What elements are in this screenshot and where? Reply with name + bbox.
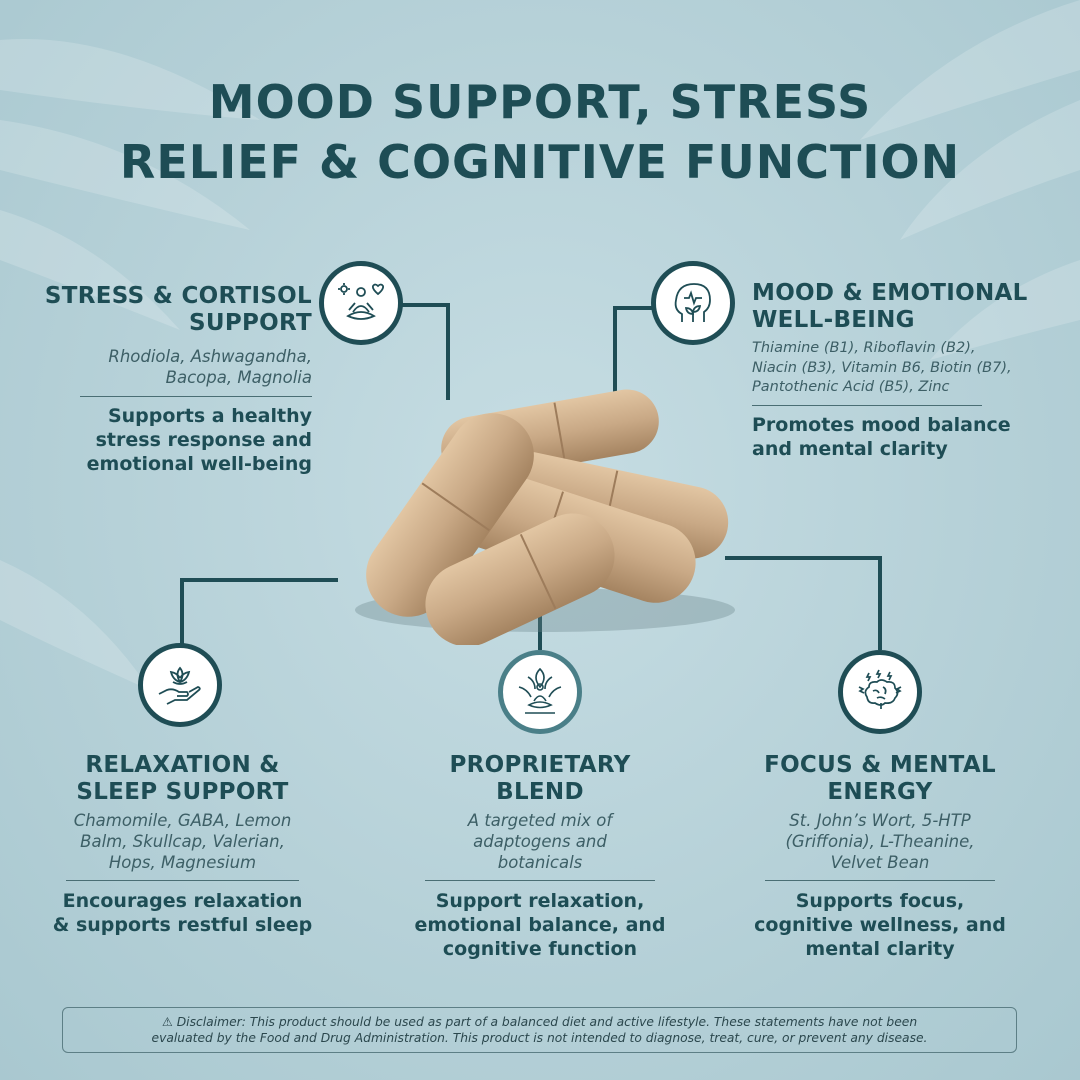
- blend-ingredients-line: adaptogens and: [473, 832, 607, 851]
- title-line-2: RELIEF & COGNITIVE FUNCTION: [119, 135, 961, 189]
- stress-ingredients-line: Rhodiola, Ashwagandha,: [108, 347, 312, 366]
- stress-heading-line: SUPPORT: [189, 310, 312, 336]
- relaxation-benefit-line: Encourages relaxation: [62, 890, 303, 912]
- relaxation-ingredients-line: Hops, Magnesium: [108, 853, 257, 872]
- meditation-heart-gear-icon: [338, 283, 385, 320]
- focus-divider: [765, 880, 995, 881]
- blend-ingredients-line: A targeted mix of: [467, 811, 613, 830]
- mood-ingredients: Thiamine (B1), Riboflavin (B2), Niacin (…: [752, 339, 1072, 398]
- connector-mood: [613, 306, 652, 395]
- blend-section: PROPRIETARY BLEND A targeted mix of adap…: [395, 752, 685, 961]
- stress-section: STRESS & CORTISOL SUPPORT Rhodiola, Ashw…: [20, 283, 312, 476]
- mood-icon-circle: [651, 261, 735, 345]
- focus-benefit: Supports focus, cognitive wellness, and …: [735, 889, 1025, 961]
- blend-benefit-line: Support relaxation,: [435, 890, 645, 912]
- disclaimer-line-1: ⚠ Disclaimer: This product should be use…: [161, 1015, 918, 1029]
- blend-heading-line: PROPRIETARY: [449, 752, 631, 778]
- relaxation-ingredients: Chamomile, GABA, Lemon Balm, Skullcap, V…: [30, 810, 335, 873]
- mood-ingredients-line: Thiamine (B1), Riboflavin (B2),: [752, 340, 976, 356]
- blend-heading: PROPRIETARY BLEND: [395, 752, 685, 806]
- focus-ingredients-line: St. John’s Wort, 5-HTP: [789, 811, 971, 830]
- focus-heading-line: ENERGY: [827, 779, 933, 805]
- focus-ingredients-line: Velvet Bean: [830, 853, 930, 872]
- blend-benefit: Support relaxation, emotional balance, a…: [395, 889, 685, 961]
- lotus-hand-icon: [158, 666, 201, 705]
- stress-benefit-line: Supports a healthy: [107, 405, 312, 427]
- relaxation-divider: [66, 880, 299, 881]
- stress-heading-line: STRESS & CORTISOL: [44, 283, 312, 309]
- capsules-image: [355, 389, 735, 645]
- relaxation-ingredients-line: Balm, Skullcap, Valerian,: [80, 832, 285, 851]
- focus-ingredients-line: (Griffonia), L-Theanine,: [785, 832, 975, 851]
- relaxation-benefit: Encourages relaxation & supports restful…: [30, 889, 335, 937]
- mood-heading: MOOD & EMOTIONAL WELL-BEING: [752, 280, 1072, 334]
- stress-ingredients: Rhodiola, Ashwagandha, Bacopa, Magnolia: [20, 346, 312, 388]
- relaxation-benefit-line: & supports restful sleep: [52, 914, 313, 936]
- stress-divider: [80, 396, 312, 397]
- connector-focus: [725, 556, 882, 650]
- mood-heading-line: WELL-BEING: [752, 307, 915, 333]
- lotus-meditation-icon: [518, 667, 562, 714]
- blend-heading-line: BLEND: [496, 779, 584, 805]
- head-heartbeat-plant-icon: [674, 283, 711, 322]
- stress-icon-circle: [319, 261, 403, 345]
- mood-divider: [752, 404, 982, 406]
- focus-ingredients: St. John’s Wort, 5-HTP (Griffonia), L-Th…: [735, 810, 1025, 873]
- title-line-1: MOOD SUPPORT, STRESS: [208, 75, 872, 129]
- blend-icon-circle: [498, 650, 582, 734]
- focus-benefit-line: cognitive wellness, and: [754, 914, 1006, 936]
- mood-benefit-line: and mental clarity: [752, 437, 948, 460]
- focus-heading-line: FOCUS & MENTAL: [764, 752, 996, 778]
- stress-ingredients-line: Bacopa, Magnolia: [165, 368, 312, 387]
- brain-energy-icon: [858, 669, 902, 709]
- relaxation-heading-line: SLEEP SUPPORT: [76, 779, 289, 805]
- mood-heading-line: MOOD & EMOTIONAL: [752, 280, 1028, 306]
- relaxation-section: RELAXATION & SLEEP SUPPORT Chamomile, GA…: [30, 752, 335, 937]
- stress-benefit-line: stress response and: [95, 429, 312, 451]
- relaxation-icon-circle: [138, 643, 222, 727]
- blend-ingredients-line: botanicals: [497, 853, 583, 872]
- blend-benefit-line: emotional balance, and: [414, 914, 666, 936]
- focus-benefit-line: Supports focus,: [795, 890, 965, 912]
- focus-section: FOCUS & MENTAL ENERGY St. John’s Wort, 5…: [735, 752, 1025, 961]
- relaxation-heading: RELAXATION & SLEEP SUPPORT: [30, 752, 335, 806]
- focus-icon-circle: [838, 650, 922, 734]
- stress-benefit: Supports a healthy stress response and e…: [20, 404, 312, 476]
- relaxation-ingredients-line: Chamomile, GABA, Lemon: [73, 811, 292, 830]
- mood-ingredients-line: Niacin (B3), Vitamin B6, Biotin (B7),: [752, 359, 1012, 376]
- blend-benefit-line: cognitive function: [442, 938, 638, 960]
- blend-ingredients: A targeted mix of adaptogens and botanic…: [395, 810, 685, 873]
- page-title: MOOD SUPPORT, STRESS RELIEF & COGNITIVE …: [0, 72, 1080, 192]
- focus-benefit-line: mental clarity: [805, 938, 955, 960]
- stress-heading: STRESS & CORTISOL SUPPORT: [20, 283, 312, 337]
- stress-benefit-line: emotional well-being: [86, 453, 312, 475]
- mood-ingredients-line: Pantothenic Acid (B5), Zinc: [752, 379, 950, 395]
- connector-stress: [400, 303, 450, 400]
- mood-section: MOOD & EMOTIONAL WELL-BEING Thiamine (B1…: [752, 280, 1072, 461]
- mood-benefit-line: Promotes mood balance: [752, 413, 1011, 436]
- disclaimer-line-2: evaluated by the Food and Drug Administr…: [151, 1031, 928, 1045]
- connector-relaxation: [180, 578, 338, 645]
- relaxation-heading-line: RELAXATION &: [85, 752, 280, 778]
- blend-divider: [425, 880, 655, 881]
- disclaimer-box: ⚠ Disclaimer: This product should be use…: [62, 1007, 1017, 1053]
- mood-benefit: Promotes mood balance and mental clarity: [752, 413, 1072, 461]
- focus-heading: FOCUS & MENTAL ENERGY: [735, 752, 1025, 806]
